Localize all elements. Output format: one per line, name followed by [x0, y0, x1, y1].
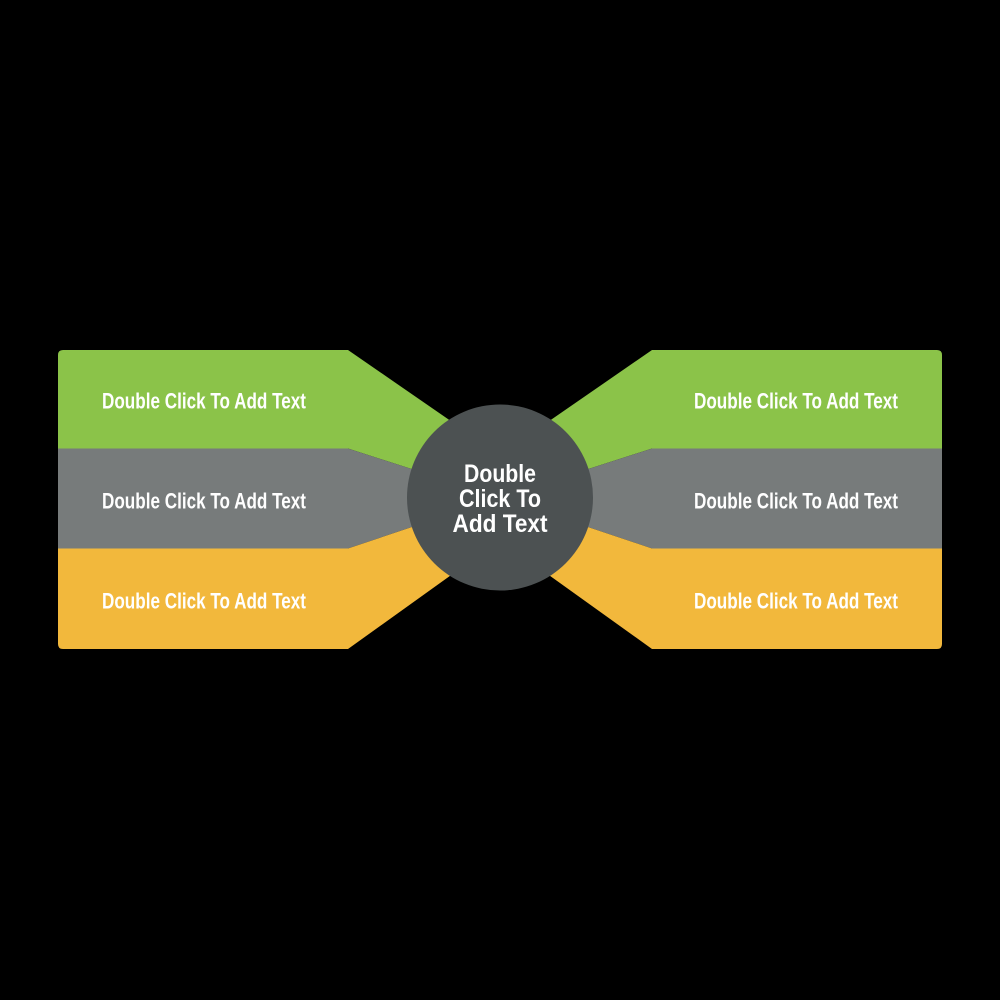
left-band-yellow-label[interactable]: Double Click To Add Text [102, 589, 307, 614]
center-circle-label-line3[interactable]: Add Text [453, 510, 549, 538]
left-band-yellow[interactable] [58, 497, 500, 650]
left-band-gray[interactable] [58, 448, 500, 549]
center-circle[interactable] [407, 404, 593, 591]
right-band-yellow-label[interactable]: Double Click To Add Text [694, 589, 899, 614]
right-band-green[interactable] [500, 350, 942, 498]
right-band-gray-label[interactable]: Double Click To Add Text [694, 489, 899, 514]
left-band-green[interactable] [58, 350, 500, 498]
center-circle-label-line1[interactable]: Double [464, 460, 536, 488]
right-band-gray[interactable] [500, 448, 942, 549]
right-band-yellow[interactable] [500, 497, 942, 650]
right-band-green-label[interactable]: Double Click To Add Text [694, 389, 899, 414]
left-band-green-label[interactable]: Double Click To Add Text [102, 389, 307, 414]
left-band-gray-label[interactable]: Double Click To Add Text [102, 489, 307, 514]
center-circle-label-line2[interactable]: Click To [459, 485, 541, 513]
